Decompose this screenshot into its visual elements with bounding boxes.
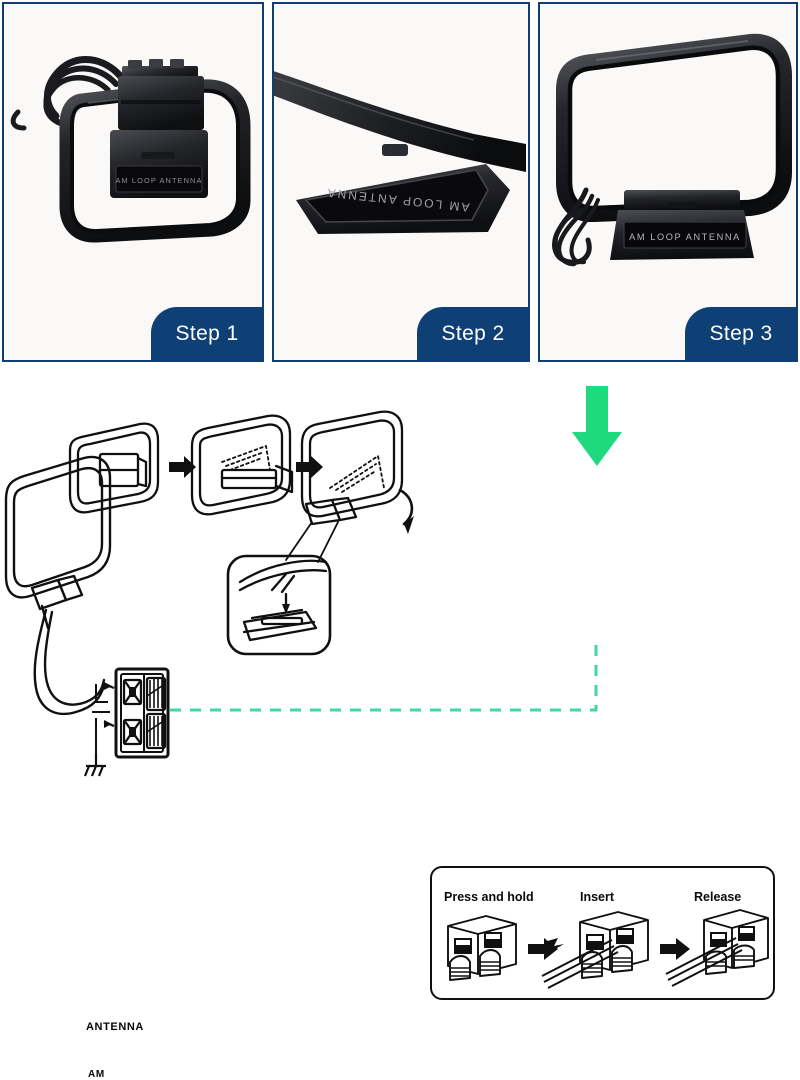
antenna-with-cable-illustration bbox=[4, 455, 112, 716]
am-terminal-label: AM bbox=[88, 1069, 105, 1080]
product-photo-step-3: AM LOOP ANTENNA bbox=[540, 4, 796, 360]
green-dashed-connector-line bbox=[170, 636, 598, 712]
ground-symbol bbox=[83, 754, 106, 777]
press-and-hold-figure bbox=[447, 915, 517, 981]
step-1-label: Step 1 bbox=[175, 322, 239, 345]
photo-panel-step-2[interactable]: AM LOOP ANTENNA Step 2 bbox=[272, 2, 530, 362]
loop-frame-step-b bbox=[190, 414, 294, 516]
installation-diagram-art bbox=[4, 386, 622, 777]
step-3-badge: Step 3 bbox=[685, 307, 796, 360]
photo-panel-step-1[interactable]: AM LOOP ANTENNA Step 1 bbox=[2, 2, 264, 362]
step-3-label: Step 3 bbox=[709, 322, 773, 345]
installation-diagram: ANTENNA AM Press and hold Insert Release bbox=[0, 366, 800, 1080]
product-photo-step-2: AM LOOP ANTENNA bbox=[274, 4, 528, 360]
step-2-badge: Step 2 bbox=[417, 307, 528, 360]
antenna-terminal-label: ANTENNA bbox=[86, 1021, 144, 1033]
base-detail-callout bbox=[226, 554, 332, 656]
insert-figure bbox=[541, 911, 649, 989]
loop-frame-step-c bbox=[300, 410, 414, 534]
product-nameplate-text-3: AM LOOP ANTENNA bbox=[629, 232, 741, 242]
product-nameplate-text-1: AM LOOP ANTENNA bbox=[115, 176, 202, 185]
step-2-label: Step 2 bbox=[441, 322, 505, 345]
green-down-arrow bbox=[572, 386, 622, 466]
photo-panel-step-3[interactable]: AM LOOP ANTENNA Step 3 bbox=[538, 2, 798, 362]
product-photo-step-1: AM LOOP ANTENNA bbox=[4, 4, 262, 360]
connector-steps-art bbox=[447, 909, 769, 989]
step-1-badge: Step 1 bbox=[151, 307, 262, 360]
antenna-terminal-block bbox=[83, 667, 170, 777]
antenna-photo-step1-art: AM LOOP ANTENNA bbox=[10, 56, 251, 243]
loop-assembly-sequence bbox=[68, 410, 414, 656]
loop-frame-step-a bbox=[68, 422, 160, 514]
antenna-photo-step2-art: AM LOOP ANTENNA bbox=[274, 71, 526, 234]
product-photo-panels: AM LOOP ANTENNA Step 1 bbox=[0, 0, 800, 366]
antenna-photo-step3-art: AM LOOP ANTENNA bbox=[552, 33, 792, 267]
connector-instruction-box: Press and hold Insert Release bbox=[430, 866, 775, 1000]
